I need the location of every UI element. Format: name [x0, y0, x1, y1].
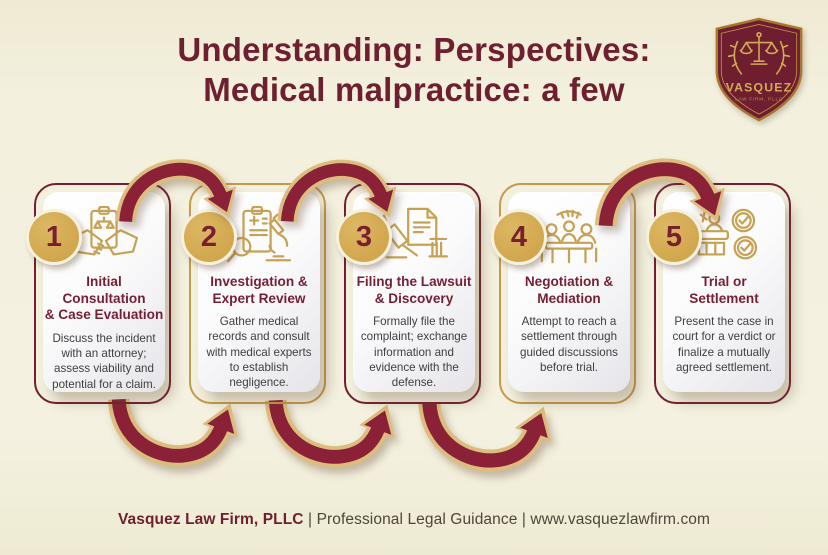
step-title-line1: Initial Consultation [62, 274, 146, 306]
footer-separator: | [303, 511, 317, 528]
step-title: Negotiation & Mediation [525, 274, 613, 307]
mediation-table-icon [530, 201, 608, 273]
step-title-line1: Investigation & [210, 274, 308, 289]
card-ring [189, 183, 326, 404]
page-title: Understanding: Perspectives: Medical mal… [0, 30, 828, 109]
step-card-5: Trial or Settlement Present the case in … [646, 183, 791, 404]
step-title-line2: Mediation [537, 290, 601, 306]
step-description: Discuss the incident with an attorney; a… [52, 331, 156, 391]
step-title: Filing the Lawsuit & Discovery [357, 274, 472, 307]
page-title-line1: Understanding: Perspectives: [177, 31, 651, 68]
card-ring [34, 183, 171, 404]
step-description: Formally file the complaint; exchange in… [360, 315, 468, 390]
magnifier-microscope-icon [220, 201, 298, 273]
step-title: Investigation & Expert Review [210, 274, 307, 307]
step-title-line1: Trial or [701, 274, 747, 289]
card-ring [344, 183, 481, 404]
step-number-badge: 1 [26, 209, 82, 265]
footer: Vasquez Law Firm, PLLC | Professional Le… [0, 511, 828, 529]
judge-verdict-icon [685, 201, 763, 273]
curved-arrow-icon [112, 157, 240, 233]
footer-website: www.vasquezlawfirm.com [530, 511, 711, 528]
card-panel: Initial Consultation & Case Evaluation D… [43, 192, 165, 392]
step-card-4: Negotiation & Mediation Attempt to reach… [491, 183, 636, 404]
step-number-badge: 2 [181, 209, 237, 265]
card-ring [654, 183, 791, 404]
step-card-1: Initial Consultation & Case Evaluation D… [26, 183, 171, 404]
step-title-line2: & Case Evaluation [44, 307, 164, 323]
curved-arrow-icon [586, 156, 734, 238]
page-title-line2: Medical malpractice: a few [203, 70, 625, 108]
step-description: Present the case in court for a verdict … [672, 315, 776, 375]
handshake-clipboard-icon [65, 201, 143, 273]
step-card-2: Investigation & Expert Review Gather med… [181, 183, 326, 404]
curved-arrow-icon [276, 157, 398, 233]
step-title-line1: Filing the Lawsuit [356, 274, 472, 289]
step-title: Initial Consultation & Case Evaluation [43, 274, 165, 324]
step-title-line2: Expert Review [212, 290, 306, 306]
step-title-line2: & Discovery [374, 290, 454, 306]
firm-logo: VASQUEZ LAW FIRM, PLLC [710, 14, 808, 128]
scales-of-justice-shield-icon: VASQUEZ LAW FIRM, PLLC [715, 17, 803, 122]
logo-name: VASQUEZ [726, 81, 793, 95]
step-title-line2: Settlement [689, 290, 759, 306]
footer-firm-name: Vasquez Law Firm, PLLC [117, 511, 304, 528]
logo-subtitle: LAW FIRM, PLLC [735, 96, 783, 101]
step-description: Gather medical records and consult with … [206, 315, 312, 390]
step-number-badge: 4 [491, 209, 547, 265]
card-panel: Negotiation & Mediation Attempt to reach… [508, 192, 630, 392]
step-card-3: Filing the Lawsuit & Discovery Formally … [336, 183, 481, 404]
step-number-badge: 5 [646, 209, 702, 265]
step-title-line1: Negotiation & [524, 274, 614, 289]
card-ring [499, 183, 636, 404]
footer-tagline: Professional Legal Guidance [316, 511, 518, 528]
step-number-badge: 3 [336, 209, 392, 265]
footer-separator: | [517, 511, 531, 528]
step-title: Trial or Settlement [689, 274, 759, 307]
step-description: Attempt to reach a settlement through gu… [520, 315, 618, 375]
